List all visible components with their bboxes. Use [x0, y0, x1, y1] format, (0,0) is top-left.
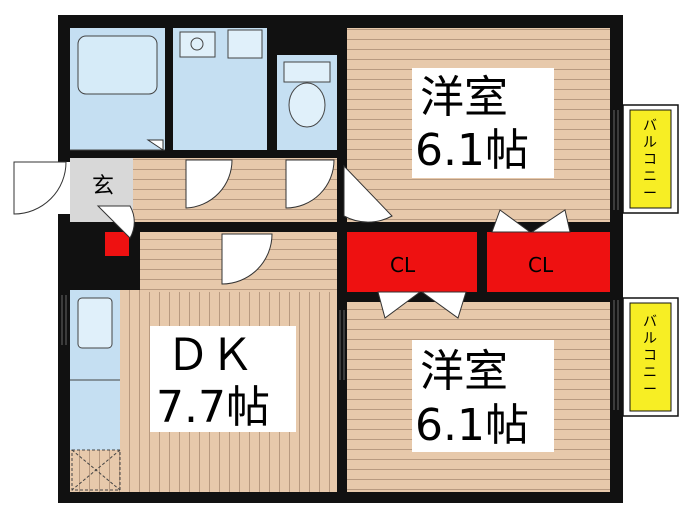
bedroom-top-name: 洋室 [420, 72, 508, 123]
svg-text:ー: ー [643, 382, 657, 398]
bedroom-bottom-size: 6.1帖 [415, 400, 529, 451]
washing-machine-icon [227, 29, 263, 59]
bedroom-bottom-name: 洋室 [420, 346, 508, 397]
balcony-bottom-label: バ ル コ ニ ー [643, 314, 657, 398]
svg-text:ル: ル [643, 135, 657, 151]
svg-text:ー: ー [643, 186, 657, 202]
dk-size: 7.7帖 [156, 382, 270, 433]
svg-text:コ: コ [643, 152, 657, 168]
svg-text:ニ: ニ [643, 365, 657, 381]
bedroom-top-label-bg [412, 68, 554, 178]
doors [12, 139, 571, 319]
bedroom-bottom-label-bg [412, 340, 554, 452]
windows [61, 110, 619, 410]
balcony-bottom [629, 302, 672, 412]
dk-name: ＤＫ [166, 330, 254, 381]
svg-text:バ: バ [643, 314, 657, 330]
toilet-tank-icon [283, 61, 331, 83]
entrance-label: 玄 [92, 174, 114, 199]
balcony-top-label: バ ル コ ニ ー [643, 118, 657, 202]
kitchen-sink-icon [77, 297, 113, 349]
bathtub-icon [77, 35, 158, 95]
closet-right-label: CL [528, 253, 554, 277]
svg-text:バ: バ [643, 118, 657, 134]
washbasin-icon [179, 31, 216, 58]
toilet-icon [288, 82, 326, 128]
closet-right [487, 232, 610, 292]
bedroom-top-size: 6.1帖 [415, 125, 529, 176]
closet-left-label: CL [390, 253, 416, 277]
balcony-top [629, 109, 672, 209]
shoe-cabinet [105, 232, 129, 256]
svg-text:コ: コ [643, 348, 657, 364]
closet-left [347, 232, 477, 292]
fridge-space [71, 449, 121, 491]
svg-text:ル: ル [643, 331, 657, 347]
dk-label-bg [150, 326, 296, 432]
svg-text:ニ: ニ [643, 169, 657, 185]
